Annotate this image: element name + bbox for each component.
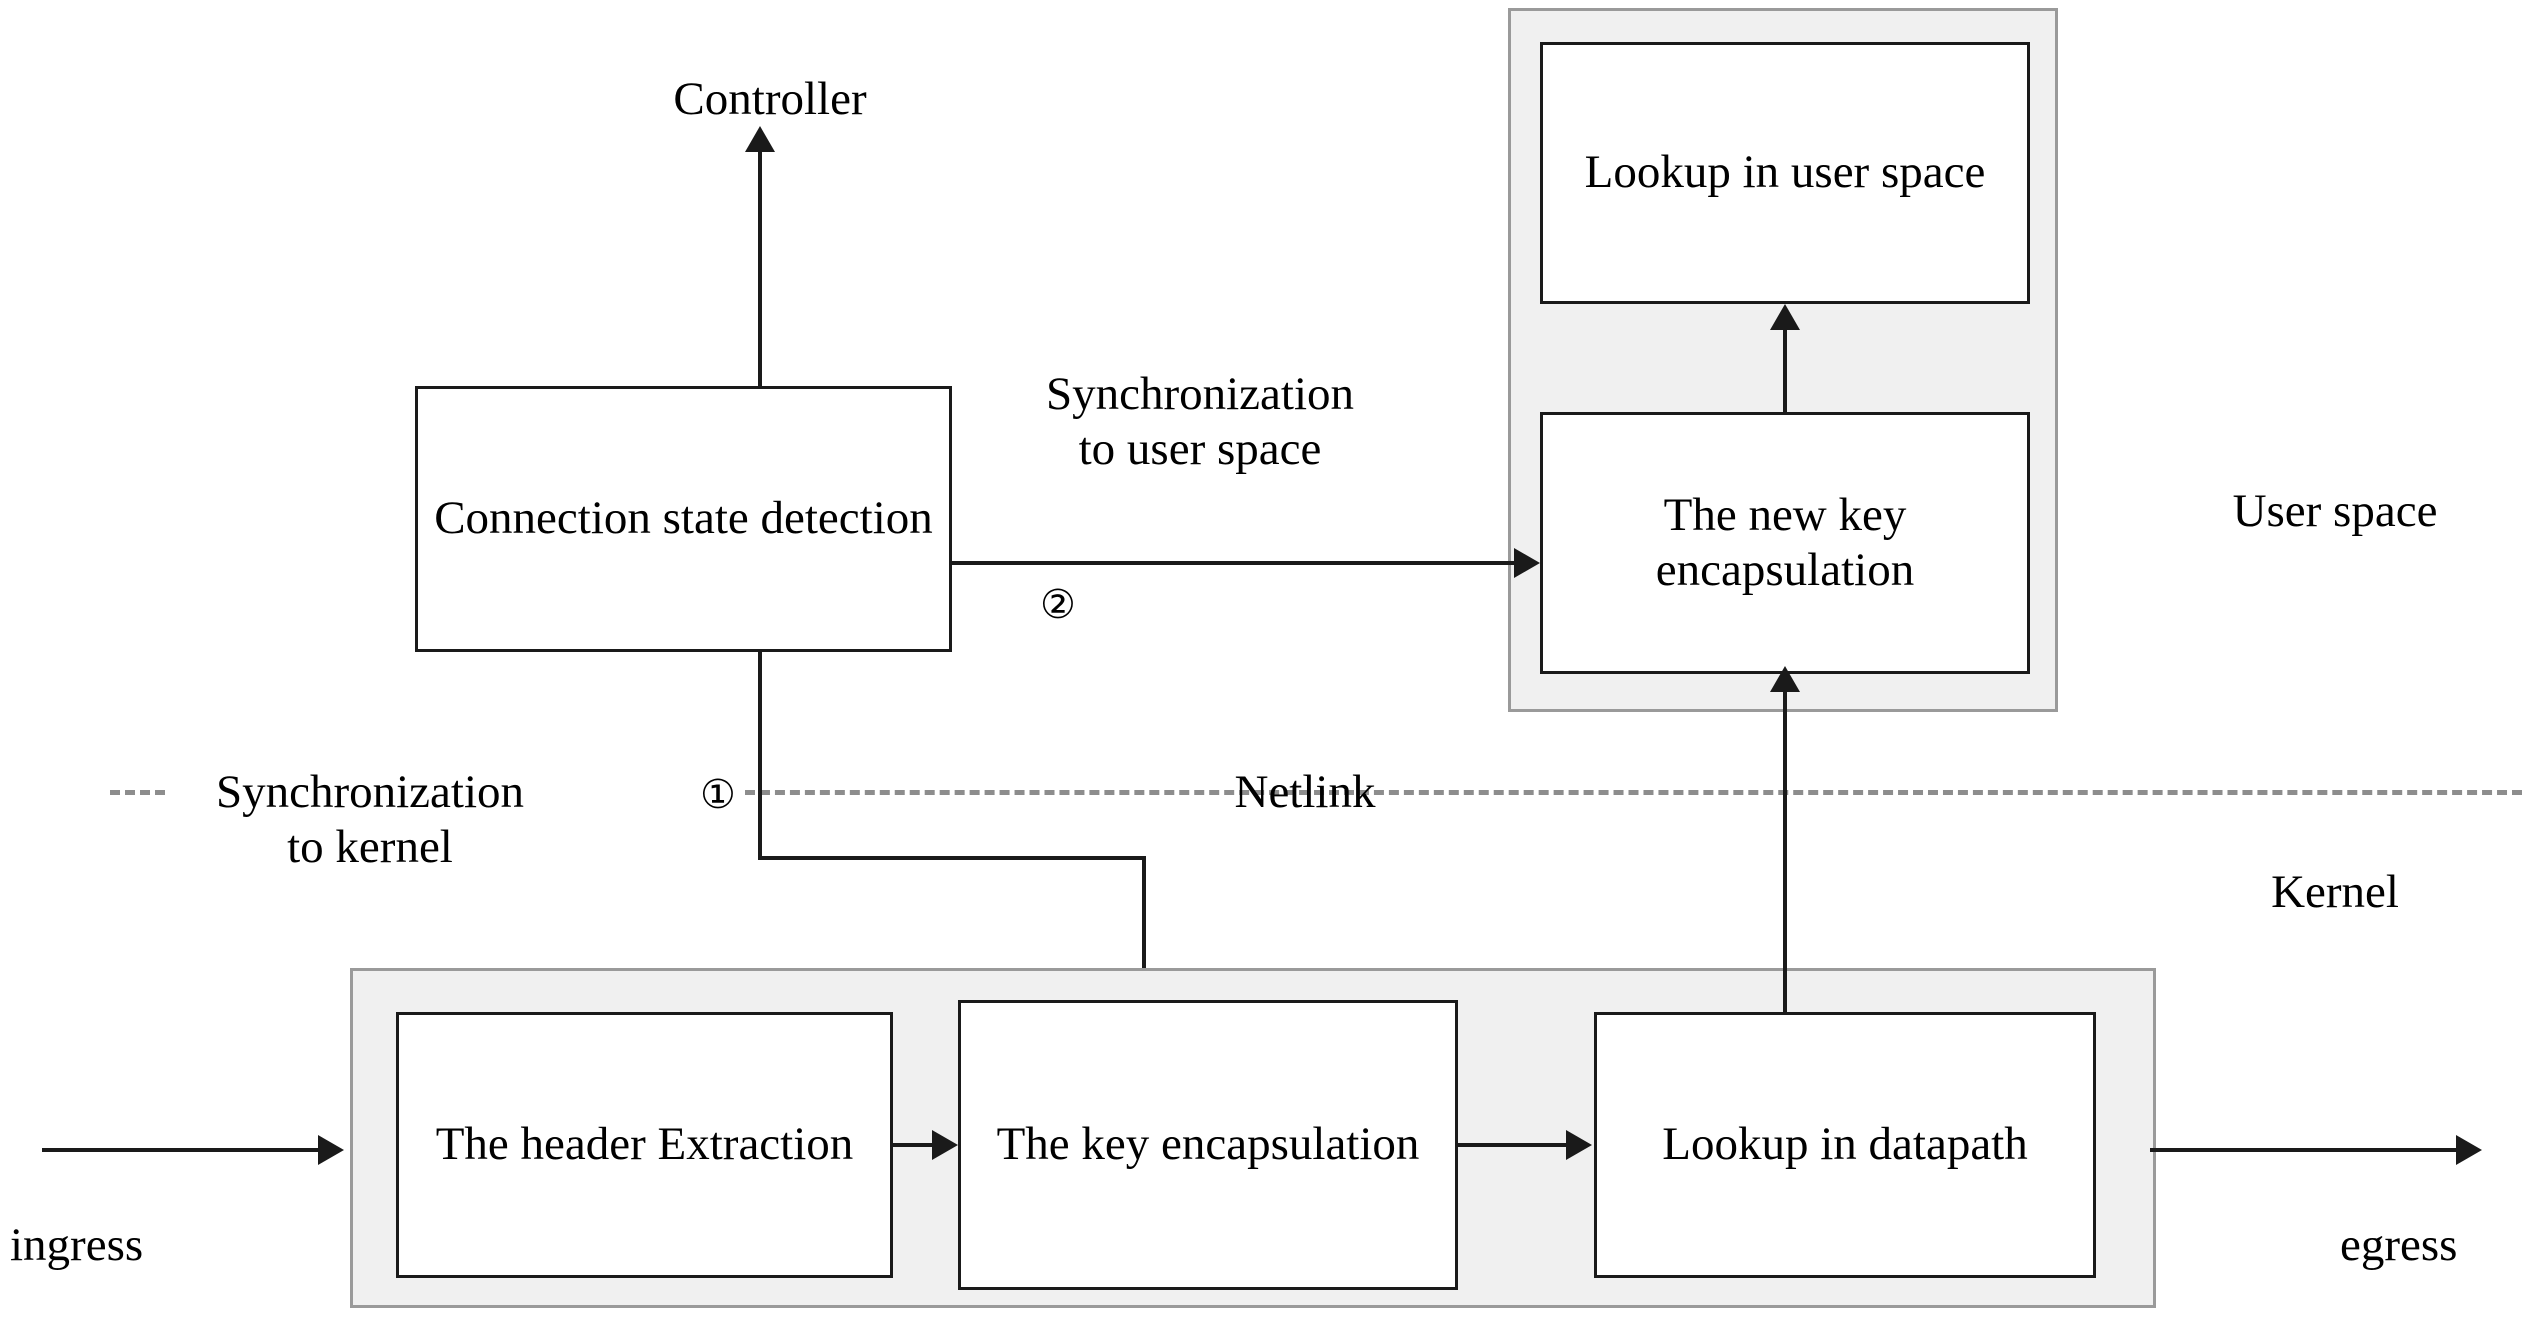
edge-sync-user-space-line — [952, 561, 1514, 565]
edge-connection-to-controller-arrowhead — [745, 126, 775, 152]
edge-sync-kernel-segment-down1 — [758, 650, 762, 860]
io-label-egress: egress — [2340, 1219, 2458, 1271]
edge-label-sync-to-user-space: Synchronization to user space — [1045, 368, 1355, 476]
region-label-kernel: Kernel — [2271, 866, 2399, 918]
node-new-key-encapsulation[interactable]: The new key encapsulation — [1540, 412, 2030, 674]
edge-ingress-arrowhead — [318, 1135, 344, 1165]
io-label-ingress: ingress — [10, 1219, 144, 1271]
node-controller[interactable]: Controller — [673, 73, 867, 125]
edge-header-to-key-arrowhead — [932, 1130, 958, 1160]
boundary-label-netlink: Netlink — [1234, 766, 1376, 818]
edge-sync-kernel-segment-right — [758, 856, 1146, 860]
marker-one-circled: ① — [700, 772, 736, 817]
edge-lookup-to-newkey-arrowhead — [1770, 666, 1800, 692]
node-key-encapsulation[interactable]: The key encapsulation — [958, 1000, 1458, 1290]
node-lookup-in-user-space[interactable]: Lookup in user space — [1540, 42, 2030, 304]
edge-egress-line — [2150, 1148, 2460, 1152]
edge-ingress-line — [42, 1148, 322, 1152]
netlink-boundary-left — [110, 790, 165, 795]
edge-lookup-to-newkey-line — [1783, 692, 1787, 1012]
edge-connection-to-controller-line — [758, 152, 762, 387]
edge-newkey-to-lookupuser-arrowhead — [1770, 304, 1800, 330]
node-lookup-in-datapath[interactable]: Lookup in datapath — [1594, 1012, 2096, 1278]
edge-header-to-key-line — [893, 1143, 937, 1147]
edge-sync-kernel-segment-down2 — [1142, 856, 1146, 996]
netlink-boundary-right — [745, 790, 2522, 795]
edge-sync-user-space-arrowhead — [1514, 548, 1540, 578]
node-connection-state-detection[interactable]: Connection state detection — [415, 386, 952, 652]
edge-key-to-lookup-line — [1458, 1143, 1570, 1147]
edge-newkey-to-lookupuser-line — [1783, 330, 1787, 412]
node-header-extraction[interactable]: The header Extraction — [396, 1012, 893, 1278]
marker-two-circled: ② — [1040, 582, 1076, 627]
edge-key-to-lookup-arrowhead — [1566, 1130, 1592, 1160]
edge-label-sync-to-kernel: Synchronization to kernel — [215, 766, 525, 874]
region-label-user-space: User space — [2232, 485, 2438, 537]
edge-egress-arrowhead — [2456, 1135, 2482, 1165]
